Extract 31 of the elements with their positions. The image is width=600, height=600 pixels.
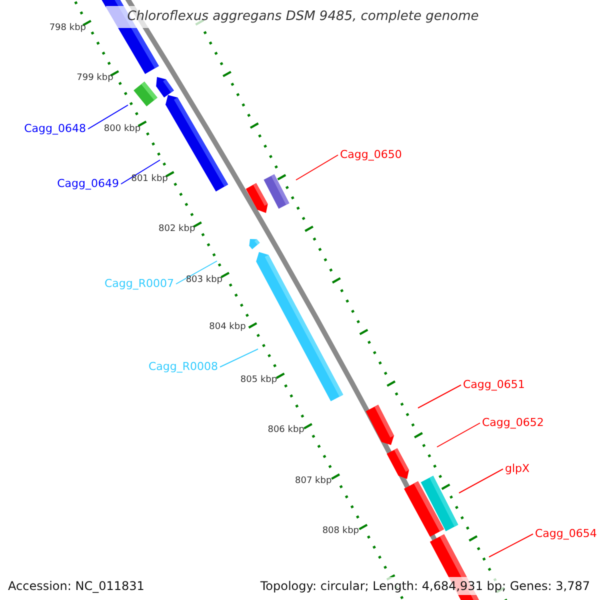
position-label: 805 kbp bbox=[240, 374, 278, 386]
gene-label: Cagg_0648 bbox=[24, 121, 86, 137]
position-label: 800 kbp bbox=[104, 122, 141, 135]
leader-line bbox=[120, 160, 160, 184]
leader-line bbox=[176, 260, 218, 284]
position-label: 804 kbp bbox=[209, 320, 246, 333]
gene-label: Cagg_R0007 bbox=[104, 276, 174, 292]
position-label: 808 kbp bbox=[322, 525, 359, 537]
position-label: 801 kbp bbox=[131, 172, 168, 185]
position-label: 799 kbp bbox=[76, 72, 114, 84]
gene-label: Cagg_0650 bbox=[340, 147, 402, 163]
gene-label: Cagg_R0008 bbox=[148, 359, 218, 375]
leader-line bbox=[296, 154, 338, 180]
position-label: 798 kbp bbox=[49, 22, 86, 34]
gene-label: Cagg_0651 bbox=[463, 377, 525, 393]
leader-line bbox=[436, 422, 480, 448]
genome-summary-text: Topology: circular; Length: 4,684,931 bp; Genes: 3,787 bbox=[258, 577, 592, 595]
gene-label: Cagg_0652 bbox=[482, 415, 544, 431]
map-title: Chloroflexus aggregans DSM 9485, complete genome bbox=[127, 8, 479, 26]
leader-line bbox=[418, 384, 462, 408]
gene-label: Cagg_0649 bbox=[57, 176, 119, 192]
position-label: 802 kbp bbox=[158, 223, 196, 236]
leader-line bbox=[220, 348, 258, 368]
gene-label: glpX bbox=[505, 461, 530, 477]
leader-line bbox=[88, 104, 128, 130]
position-label: 803 kbp bbox=[186, 274, 222, 286]
position-label: 807 kbp bbox=[295, 474, 332, 487]
leader-line bbox=[488, 534, 534, 558]
gene-label: Cagg_0654 bbox=[535, 526, 597, 542]
position-label: 806 kbp bbox=[268, 424, 304, 436]
leader-line bbox=[458, 468, 504, 494]
